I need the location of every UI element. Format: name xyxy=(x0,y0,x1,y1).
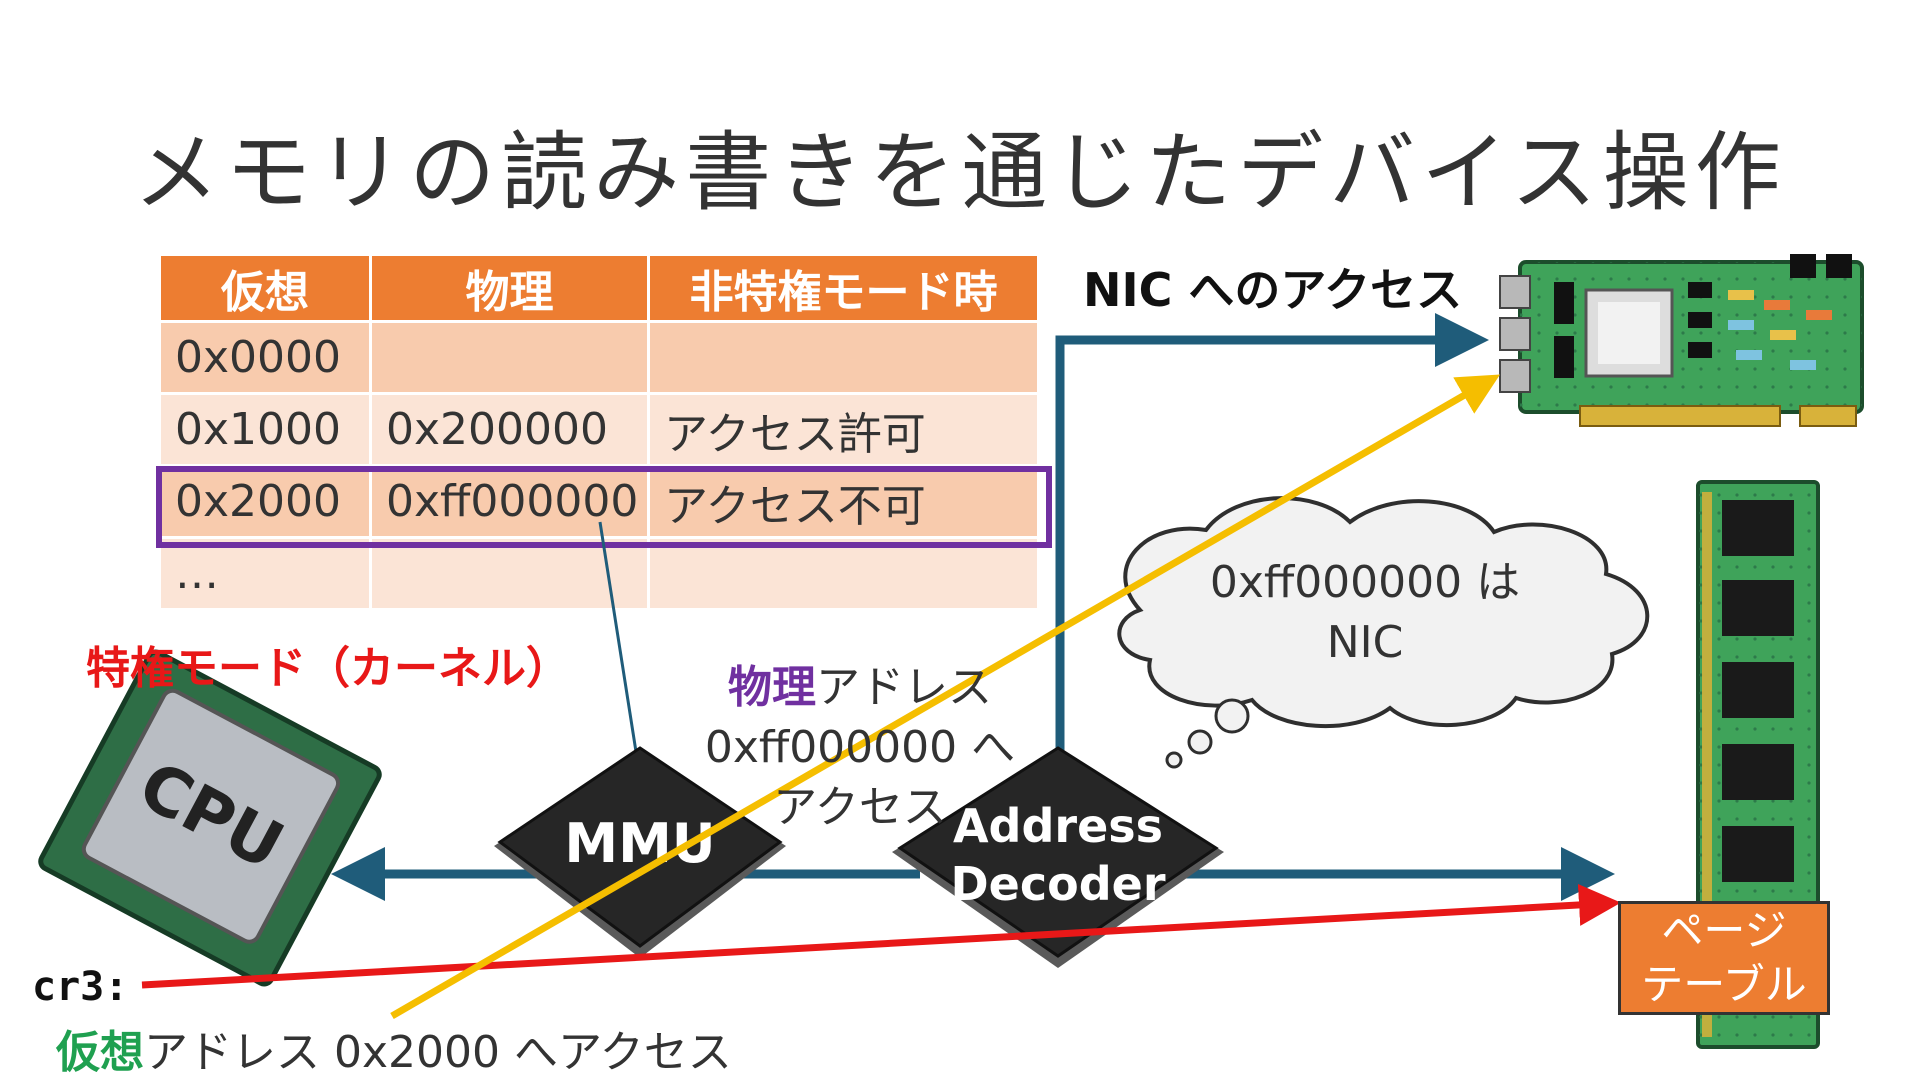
address-decoder-chip: Address Decoder xyxy=(892,746,1224,968)
mmu-table-lookup-line xyxy=(598,521,644,791)
table-cell: … xyxy=(161,539,369,608)
cpu-chip-icon: CPU xyxy=(38,649,382,987)
table-cell xyxy=(650,323,1037,392)
table-cell xyxy=(372,539,647,608)
address-mapping-table: 仮想 物理 非特権モード時 0x0000 0x1000 0x200000 アクセ… xyxy=(158,253,1040,611)
bus-to-nic-arrow xyxy=(1055,313,1489,800)
table-row: 0x0000 xyxy=(161,323,1037,392)
virtual-word: 仮想 xyxy=(56,1027,144,1078)
page-table-line2: テーブル xyxy=(1641,960,1807,1009)
page-table-box: ページ テーブル xyxy=(1618,901,1830,1015)
nic-access-label: NIC へのアクセス xyxy=(1083,263,1463,317)
thought-text: 0xff000000 は NIC xyxy=(1160,553,1570,673)
decoder-label-line1: Address xyxy=(953,799,1163,853)
decoder-label-line2: Decoder xyxy=(950,857,1165,911)
table-header-row: 仮想 物理 非特権モード時 xyxy=(161,256,1037,320)
page-table-line1: ページ xyxy=(1661,906,1787,955)
physical-rest: アドレス xyxy=(816,662,992,713)
nic-card-icon xyxy=(1499,254,1864,427)
column-header-nonprivileged: 非特権モード時 xyxy=(650,256,1037,320)
physical-word: 物理 xyxy=(728,662,816,713)
cr3-label: cr3: xyxy=(32,964,129,1010)
table-row: 0x1000 0x200000 アクセス許可 xyxy=(161,395,1037,464)
thought-text-line2: NIC xyxy=(1326,617,1404,668)
table-cell: 0x2000 xyxy=(161,467,369,536)
table-cell: 0x1000 xyxy=(161,395,369,464)
mmu-chip: MMU xyxy=(494,746,786,958)
virtual-access-to-nic-arrow xyxy=(390,374,1501,1020)
page-title: メモリの読み書きを通じたデバイス操作 xyxy=(133,123,1787,223)
table-cell: 0x200000 xyxy=(372,395,647,464)
table-cell xyxy=(650,539,1037,608)
privileged-mode-label: 特権モード（カーネル） xyxy=(86,643,570,694)
table-row: … xyxy=(161,539,1037,608)
column-header-physical: 物理 xyxy=(372,256,647,320)
physical-line2: 0xff000000 へ xyxy=(704,722,1016,773)
virtual-rest: アドレス 0x2000 へアクセス xyxy=(144,1027,732,1078)
table-cell: アクセス不可 xyxy=(650,467,1037,536)
table-cell xyxy=(372,323,647,392)
column-header-virtual: 仮想 xyxy=(161,256,369,320)
thought-text-line1: 0xff000000 は xyxy=(1209,557,1521,608)
physical-line3: アクセス xyxy=(773,782,947,833)
cr3-to-page-table-arrow xyxy=(141,883,1621,989)
physical-access-label: 物理アドレス 0xff000000 へ アクセス xyxy=(690,658,1030,838)
virtual-access-label: 仮想アドレス 0x2000 へアクセス xyxy=(56,1016,732,1080)
table-cell: 0x0000 xyxy=(161,323,369,392)
table-cell: アクセス許可 xyxy=(650,395,1037,464)
